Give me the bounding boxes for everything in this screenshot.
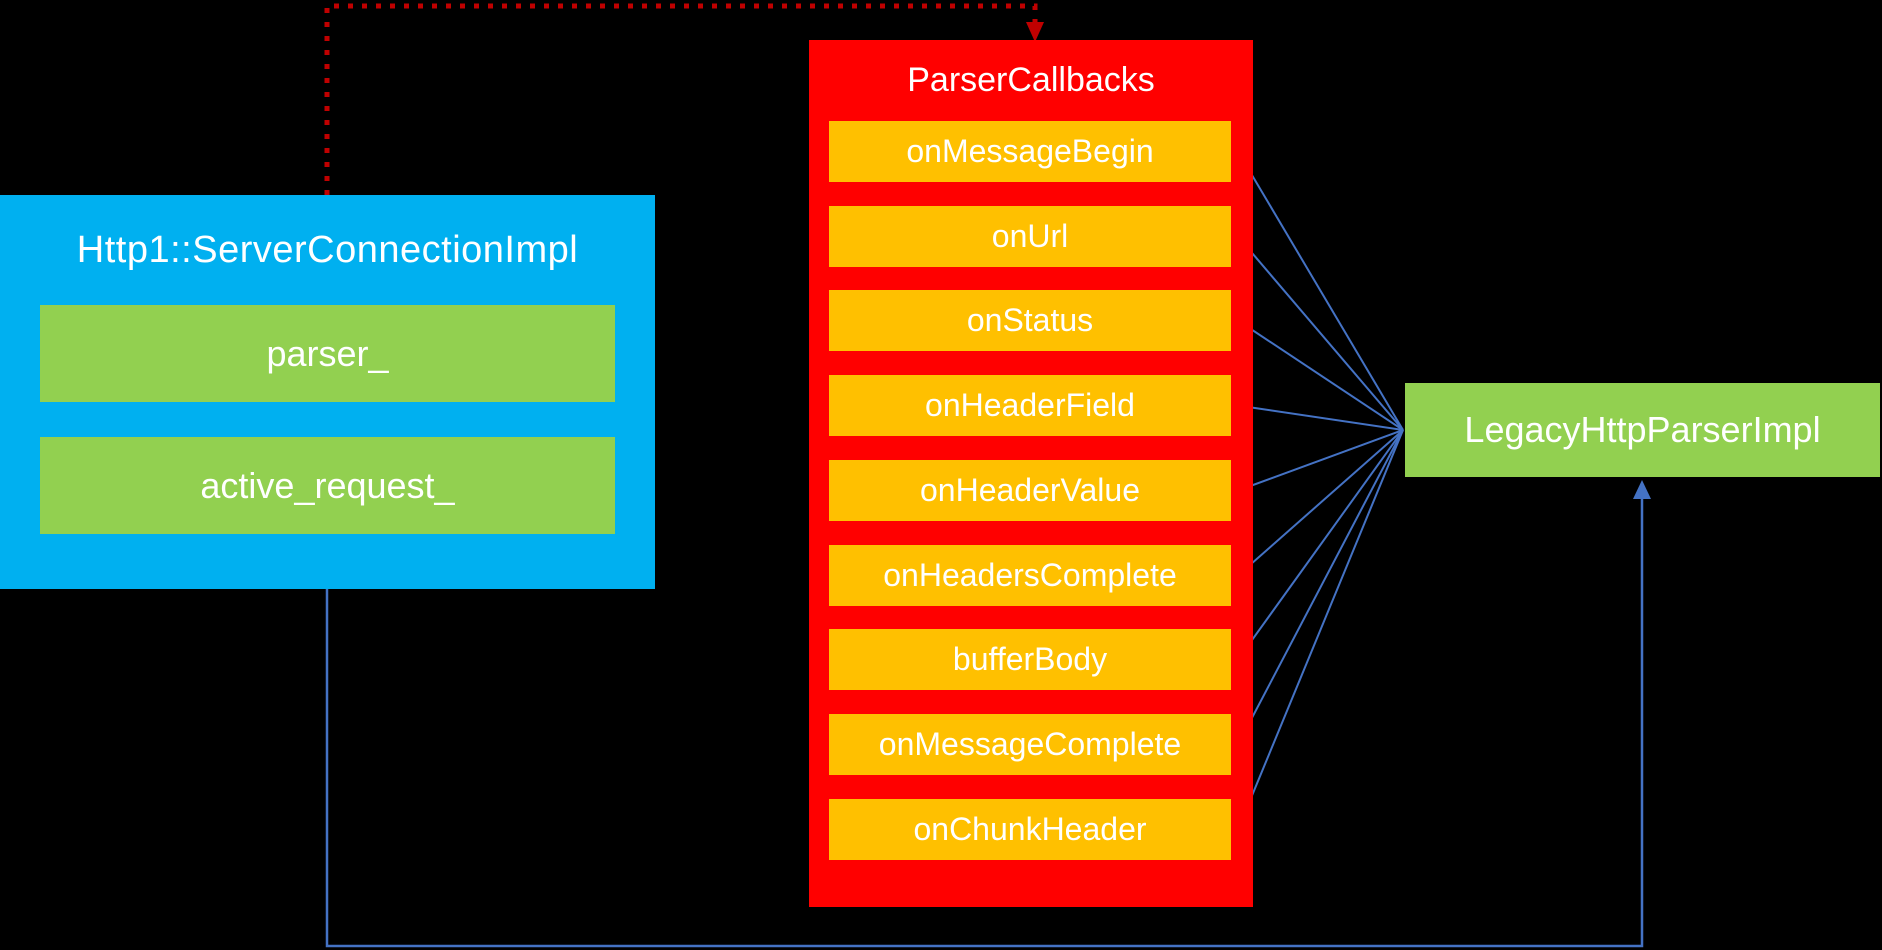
server-connection-box: Http1::ServerConnectionImpl parser_activ… bbox=[0, 195, 655, 589]
parser-callbacks-title: ParserCallbacks bbox=[907, 61, 1155, 99]
callback-method: onHeadersComplete bbox=[829, 545, 1231, 606]
callback-method: onHeaderField bbox=[829, 375, 1231, 436]
server-connection-title: Http1::ServerConnectionImpl bbox=[76, 228, 579, 271]
callback-method: bufferBody bbox=[829, 629, 1231, 690]
callback-arrow bbox=[1237, 429, 1404, 661]
bottom-reference-arrowhead-icon bbox=[1633, 480, 1651, 499]
callback-arrow bbox=[1237, 150, 1404, 431]
callback-arrow bbox=[1236, 429, 1404, 831]
callback-fan-arrows bbox=[1236, 150, 1404, 831]
callback-arrow bbox=[1237, 235, 1404, 431]
callback-arrow bbox=[1236, 429, 1404, 577]
legacy-parser-label: LegacyHttpParserImpl bbox=[1464, 409, 1821, 450]
callback-method: onStatus bbox=[829, 290, 1231, 351]
callback-arrow bbox=[1237, 429, 1404, 746]
callback-method: onMessageComplete bbox=[829, 714, 1231, 775]
legacy-parser-box: LegacyHttpParserImpl bbox=[1405, 383, 1880, 477]
callback-method: onChunkHeader bbox=[829, 799, 1231, 860]
dotted-reference-arrowhead-icon bbox=[1026, 22, 1044, 42]
callback-method: onMessageBegin bbox=[829, 121, 1231, 182]
callback-arrow bbox=[1236, 400, 1404, 431]
parser-callbacks-box: ParserCallbacks onMessageBegin onUrl onSta… bbox=[809, 40, 1253, 907]
callback-arrow bbox=[1236, 429, 1404, 493]
member-field: active_request_ bbox=[40, 437, 615, 534]
member-field: parser_ bbox=[40, 305, 615, 402]
callback-method: onHeaderValue bbox=[829, 460, 1231, 521]
callback-arrow bbox=[1236, 319, 1404, 431]
callback-method: onUrl bbox=[829, 206, 1231, 267]
